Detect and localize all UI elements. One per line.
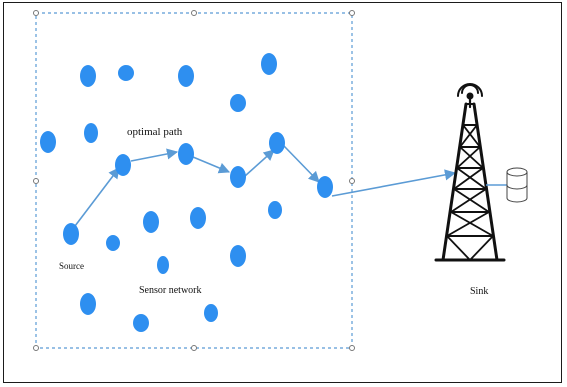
- path-arrow: [192, 156, 231, 174]
- sensor-node: [178, 65, 194, 87]
- selection-handle[interactable]: [191, 345, 197, 351]
- sensor-node-path: [115, 154, 131, 176]
- sensor-node: [268, 201, 282, 219]
- sensor-node-path: [230, 166, 246, 188]
- selection-handle[interactable]: [191, 10, 197, 16]
- figure-frame: [3, 2, 562, 383]
- optimal-path: [74, 145, 457, 227]
- sensor-node: [230, 245, 246, 267]
- source-label: Source: [59, 261, 84, 271]
- sink-label: Sink: [470, 286, 488, 297]
- sensor-node: [157, 256, 169, 274]
- selection-handle[interactable]: [349, 345, 355, 351]
- sensor-node: [261, 53, 277, 75]
- selection-handle[interactable]: [349, 10, 355, 16]
- sensor-node: [80, 65, 96, 87]
- optimal-path-label: optimal path: [127, 126, 183, 138]
- database-cylinder-icon: [506, 167, 528, 203]
- path-arrow: [74, 167, 120, 227]
- selection-handle[interactable]: [33, 10, 39, 16]
- antenna-tower-icon: [434, 83, 506, 262]
- sensor-network-label: Sensor network: [139, 285, 202, 296]
- sensor-node-path: [178, 143, 194, 165]
- selection-handle[interactable]: [33, 178, 39, 184]
- sensor-node: [118, 65, 134, 81]
- selection-handle[interactable]: [349, 178, 355, 184]
- sensor-network-selection-box: [33, 10, 355, 351]
- sink-link-arrow: [331, 169, 457, 197]
- sensor-node-path: [269, 132, 285, 154]
- sensor-node: [204, 304, 218, 322]
- sensor-nodes: [40, 53, 333, 332]
- sensor-node: [133, 314, 149, 332]
- sensor-node: [80, 293, 96, 315]
- sensor-node: [143, 211, 159, 233]
- path-arrow: [283, 145, 320, 183]
- sensor-node: [106, 235, 120, 251]
- sensor-node: [40, 131, 56, 153]
- sensor-node-path: [317, 176, 333, 198]
- path-arrow: [244, 149, 275, 177]
- sensor-node: [190, 207, 206, 229]
- sensor-node-source: [63, 223, 79, 245]
- sensor-node: [84, 123, 98, 143]
- path-arrow: [130, 148, 179, 162]
- selection-handle[interactable]: [33, 345, 39, 351]
- sensor-node: [230, 94, 246, 112]
